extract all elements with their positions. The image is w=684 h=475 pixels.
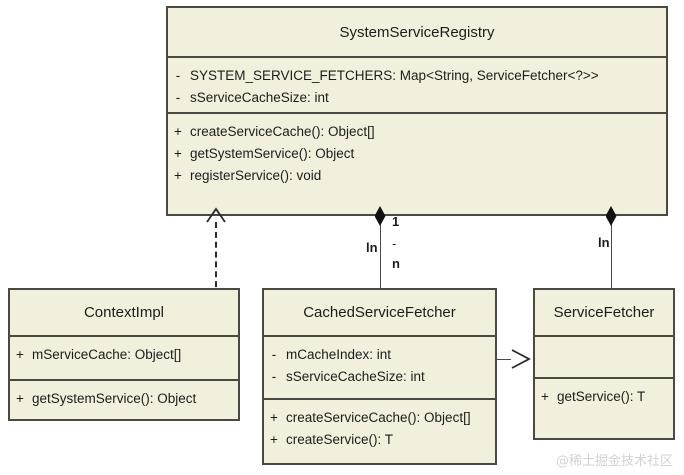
method-text: getSystemService(): Object [190, 146, 355, 161]
visibility-marker: + [270, 410, 278, 425]
visibility-marker: + [174, 124, 182, 139]
visibility-marker: + [174, 168, 182, 183]
class-title-system-service-registry: SystemServiceRegistry [339, 23, 495, 41]
attribute-row: - sServiceCacheSize: int [264, 366, 495, 388]
methods-compartment-system-service-registry: + createServiceCache(): Object[] + getSy… [168, 112, 666, 194]
attribute-text: mCacheIndex: int [286, 347, 392, 362]
attribute-row: + mServiceCache: Object[] [10, 344, 238, 366]
methods-compartment-service-fetcher: + getService(): T [535, 377, 673, 415]
watermark-label: @稀土掘金技术社区 [556, 454, 674, 469]
class-title-context-impl: ContextImpl [83, 304, 165, 321]
method-row: + getSystemService(): Object [10, 388, 238, 410]
method-row: + registerService(): void [168, 165, 666, 187]
attribute-text: sServiceCacheSize: int [190, 90, 329, 105]
role-label-registry-servicefetcher: ln [598, 235, 610, 250]
method-text: createService(): T [286, 432, 394, 447]
role-label-registry-cached: ln [366, 240, 378, 255]
method-text: createServiceCache(): Object[] [190, 124, 375, 139]
attribute-text: mServiceCache: Object[] [32, 347, 182, 362]
visibility-marker: + [541, 389, 549, 404]
visibility-marker: - [175, 90, 181, 105]
method-row: + getSystemService(): Object [168, 143, 666, 165]
attribute-text: sServiceCacheSize: int [286, 369, 425, 384]
visibility-marker: - [271, 347, 277, 362]
method-row: + createServiceCache(): Object[] [264, 407, 495, 429]
method-text: registerService(): void [190, 168, 322, 183]
visibility-marker: + [16, 347, 24, 362]
visibility-marker: + [16, 391, 24, 406]
visibility-marker: - [175, 68, 181, 83]
visibility-marker: - [271, 369, 277, 384]
realization-arrowhead-right-icon [511, 349, 531, 369]
method-text: createServiceCache(): Object[] [286, 410, 471, 425]
class-service-fetcher[interactable]: ServiceFetcher + getService(): T [533, 288, 675, 440]
multiplicity-separator-label: - [392, 236, 397, 251]
method-row: + createService(): T [264, 429, 495, 451]
class-title-service-fetcher: ServiceFetcher [553, 304, 655, 321]
attributes-compartment-context-impl: + mServiceCache: Object[] [10, 335, 238, 379]
visibility-marker: + [270, 432, 278, 447]
method-row: + createServiceCache(): Object[] [168, 121, 666, 143]
class-context-impl[interactable]: ContextImpl + mServiceCache: Object[] + … [8, 288, 240, 421]
attribute-row: - sServiceCacheSize: int [168, 87, 666, 109]
realization-arrowhead-up-icon [206, 207, 226, 223]
connector-registry-to-cached-fetcher [380, 215, 381, 288]
composition-diamond-registry-servicefetcher-icon [605, 206, 617, 226]
method-text: getSystemService(): Object [32, 391, 197, 406]
attributes-compartment-service-fetcher [535, 335, 673, 377]
multiplicity-target-label: n [392, 256, 400, 271]
attribute-row: - SYSTEM_SERVICE_FETCHERS: Map<String, S… [168, 65, 666, 87]
methods-compartment-context-impl: + getSystemService(): Object [10, 379, 238, 417]
connector-cached-fetcher-to-service-fetcher [497, 359, 511, 360]
attribute-row: - mCacheIndex: int [264, 344, 495, 366]
class-title-cached-service-fetcher: CachedServiceFetcher [303, 304, 456, 321]
attributes-compartment-cached-service-fetcher: - mCacheIndex: int - sServiceCacheSize: … [264, 335, 495, 398]
connector-registry-to-service-fetcher [611, 215, 612, 288]
composition-diamond-registry-cached-icon [374, 206, 386, 226]
connector-contextimpl-to-registry [215, 222, 217, 297]
attribute-text: SYSTEM_SERVICE_FETCHERS: Map<String, Ser… [190, 68, 599, 83]
methods-compartment-cached-service-fetcher: + createServiceCache(): Object[] + creat… [264, 398, 495, 458]
method-row: + getService(): T [535, 386, 673, 408]
visibility-marker: + [174, 146, 182, 161]
multiplicity-source-label: 1 [392, 214, 400, 229]
class-cached-service-fetcher[interactable]: CachedServiceFetcher - mCacheIndex: int … [262, 288, 497, 465]
method-text: getService(): T [557, 389, 646, 404]
class-system-service-registry[interactable]: SystemServiceRegistry - SYSTEM_SERVICE_F… [166, 6, 668, 216]
attributes-compartment-system-service-registry: - SYSTEM_SERVICE_FETCHERS: Map<String, S… [168, 56, 666, 112]
